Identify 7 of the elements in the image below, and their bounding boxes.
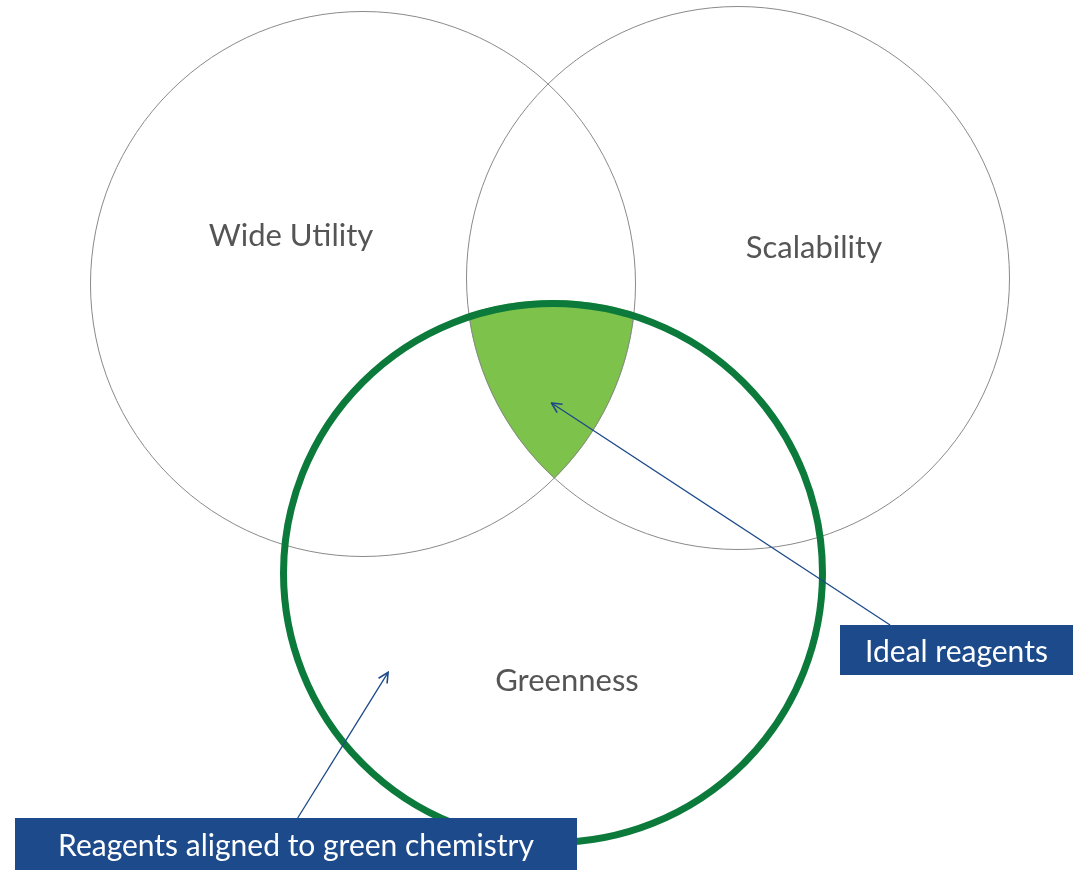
callout-label: Reagents aligned to green chemistry: [15, 818, 577, 870]
leader-arrow: [550, 402, 891, 626]
circle-label: Greenness: [495, 660, 639, 698]
circle-label: Wide Utility: [208, 215, 374, 253]
leader-arrow: [297, 671, 389, 819]
circle-label: Scalability: [745, 227, 883, 265]
callout-label: Ideal reagents: [840, 625, 1073, 675]
